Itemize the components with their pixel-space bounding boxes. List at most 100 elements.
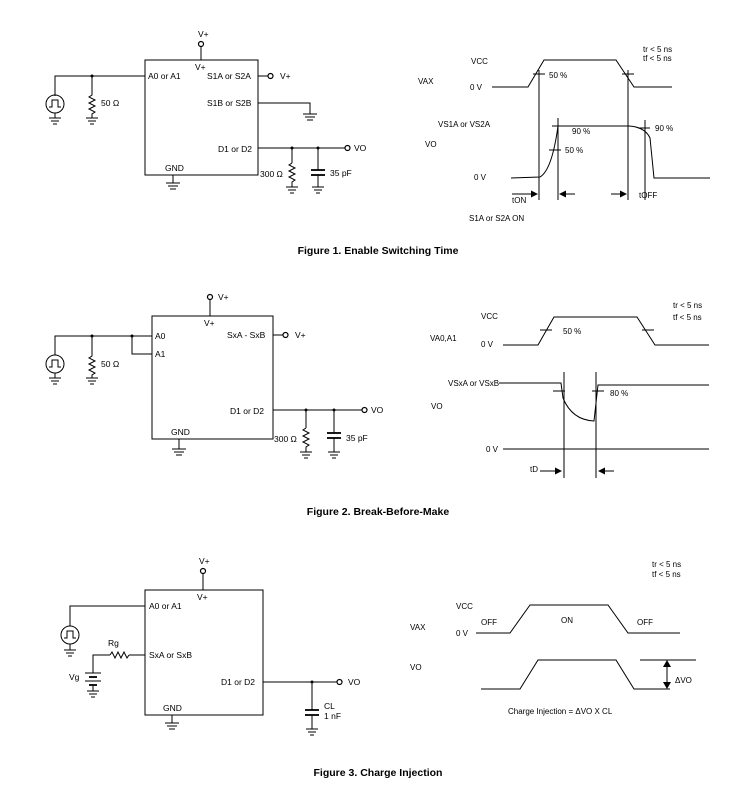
fig1-source-resistor	[87, 93, 97, 118]
fig1-load-capacitor-label: 35 pF	[330, 168, 352, 178]
fig3-tr-label: tr < 5 ns	[652, 560, 681, 569]
fig1-tr-label: tr < 5 ns	[643, 45, 672, 54]
fig3-tf-label: tf < 5 ns	[652, 570, 681, 579]
fig1-vsel-label: VS1A or VS2A	[438, 120, 491, 129]
fig2-va-waveform	[503, 316, 709, 346]
fig3-cl-value-label: 1 nF	[324, 711, 341, 721]
fig2-50pct-label: 50 %	[563, 327, 581, 336]
fig3-rg-resistor	[109, 650, 130, 660]
fig1-circuit: V+ V+ A0 or A1 50 Ω S1A or S2A	[45, 29, 367, 194]
fig2-vo-wave-label: VO	[431, 402, 443, 411]
fig3-caption: Figure 3. Charge Injection	[314, 767, 443, 779]
fig1-load-resistor	[287, 162, 297, 187]
fig1-source-resistor-label: 50 Ω	[101, 98, 119, 108]
fig2-vplus-top-label: V+	[218, 292, 229, 302]
fig1-50pct-top-label: 50 %	[549, 71, 567, 80]
fig1-on-state-label: S1A or S2A ON	[469, 214, 524, 223]
fig1-zero-v-bot-label: 0 V	[474, 173, 487, 182]
fig2-load-capacitor-label: 35 pF	[346, 433, 368, 443]
fig1-vcc-label: VCC	[471, 57, 488, 66]
fig2-circuit: V+ V+ A0 A1 50 Ω SxA - Sx	[45, 292, 384, 459]
fig2-gnd-label: GND	[171, 427, 190, 437]
figure-1: V+ V+ A0 or A1 50 Ω S1A or S2A	[45, 29, 710, 257]
fig2-pin-a1-label: A1	[155, 349, 166, 359]
fig2-caption: Figure 2. Break-Before-Make	[307, 506, 450, 518]
fig1-zero-v-top-label: 0 V	[470, 83, 483, 92]
fig1-90pct-b-label: 90 %	[655, 124, 673, 133]
fig3-off-left-label: OFF	[481, 618, 497, 627]
fig3-circuit: V+ V+ A0 or A1 SxA or SxB Rg	[60, 556, 361, 736]
fig3-gnd-label: GND	[163, 703, 182, 713]
fig1-pin-s2-label: S1B or S2B	[207, 98, 252, 108]
fig3-pulse-source	[60, 625, 80, 657]
fig3-vplus-pin-label: V+	[197, 592, 208, 602]
fig2-vsx-label: VSxA or VSxB	[448, 379, 499, 388]
fig3-pin-s-label: SxA or SxB	[149, 650, 192, 660]
fig3-vcc-label: VCC	[456, 602, 473, 611]
fig3-vo-wave-label: VO	[410, 663, 422, 672]
fig1-tf-label: tf < 5 ns	[643, 54, 672, 63]
fig2-s-vplus-label: V+	[295, 330, 306, 340]
fig3-vg-label: Vg	[69, 672, 80, 682]
fig3-vplus-top-label: V+	[199, 556, 210, 566]
fig3-waveforms: tr < 5 ns tf < 5 ns VCC VAX 0 V OFF ON O…	[410, 560, 696, 716]
fig1-vplus-pin-label: V+	[195, 62, 206, 72]
fig2-pin-d-label: D1 or D2	[230, 406, 264, 416]
fig1-caption: Figure 1. Enable Switching Time	[298, 245, 459, 257]
fig2-zero-v-bot-label: 0 V	[486, 445, 499, 454]
fig1-load-resistor-label: 300 Ω	[260, 169, 283, 179]
fig2-vplus-pin-label: V+	[204, 318, 215, 328]
fig2-source-resistor-label: 50 Ω	[101, 359, 119, 369]
figure-3: V+ V+ A0 or A1 SxA or SxB Rg	[60, 556, 696, 779]
fig3-switch-ic	[144, 589, 264, 716]
fig2-va-label: VA0,A1	[430, 334, 457, 343]
fig3-pin-d-label: D1 or D2	[221, 677, 255, 687]
fig2-pin-a0-label: A0	[155, 331, 166, 341]
fig2-source-resistor	[87, 354, 97, 378]
fig2-load-resistor-label: 300 Ω	[274, 434, 297, 444]
fig3-vax-label: VAX	[410, 623, 426, 632]
fig1-vo-wave-label: VO	[425, 140, 437, 149]
fig3-pin-a-label: A0 or A1	[149, 601, 182, 611]
fig2-pulse-source	[45, 354, 65, 385]
fig1-s1-vplus-label: V+	[280, 71, 291, 81]
fig1-50pct-bot-label: 50 %	[565, 146, 583, 155]
fig2-td-label: tD	[530, 465, 538, 474]
fig1-toff-label: tOFF	[639, 191, 657, 200]
fig3-on-label: ON	[561, 616, 573, 625]
fig2-vo-waveform	[499, 382, 709, 422]
fig1-vax-label: VAX	[418, 77, 434, 86]
fig3-formula-label: Charge Injection = ΔVO X CL	[508, 707, 613, 716]
fig1-vplus-terminal	[197, 40, 205, 48]
fig1-vo-label: VO	[354, 143, 367, 153]
fig2-waveforms: tr < 5 ns tf < 5 ns VCC VA0,A1 0 V 50 % …	[430, 301, 709, 478]
fig2-80pct-label: 80 %	[610, 389, 628, 398]
fig2-load-resistor	[301, 427, 311, 452]
fig1-vax-waveform	[492, 59, 672, 88]
fig3-vg-source	[85, 672, 101, 698]
fig2-tr-label: tr < 5 ns	[673, 301, 702, 310]
fig2-vcc-label: VCC	[481, 312, 498, 321]
fig3-vo-waveform	[481, 659, 670, 690]
fig3-vax-waveform	[476, 604, 680, 634]
fig1-pin-d-label: D1 or D2	[218, 144, 252, 154]
fig3-cl-name-label: CL	[324, 701, 335, 711]
fig1-gnd-label: GND	[165, 163, 184, 173]
fig3-rg-label: Rg	[108, 638, 119, 648]
fig2-vo-label: VO	[371, 405, 384, 415]
fig1-90pct-a-label: 90 %	[572, 127, 590, 136]
fig1-pulse-source	[45, 94, 65, 125]
fig1-vo-waveform	[510, 125, 710, 179]
fig3-dvo-label: ΔVO	[675, 676, 692, 685]
fig2-pin-s-label: SxA - SxB	[227, 330, 266, 340]
figure-2: V+ V+ A0 A1 50 Ω SxA - Sx	[45, 292, 709, 518]
fig2-tf-label: tf < 5 ns	[673, 313, 702, 322]
fig3-zero-v-label: 0 V	[456, 629, 469, 638]
fig2-switch-ic	[151, 315, 274, 440]
fig3-vo-label: VO	[348, 677, 361, 687]
fig1-pin-s1-label: S1A or S2A	[207, 71, 251, 81]
fig1-ton-label: tON	[512, 196, 526, 205]
fig1-pin-a-label: A0 or A1	[148, 71, 181, 81]
fig1-waveforms: tr < 5 ns tf < 5 ns VCC VAX 0 V 50 % VS1…	[418, 45, 710, 223]
